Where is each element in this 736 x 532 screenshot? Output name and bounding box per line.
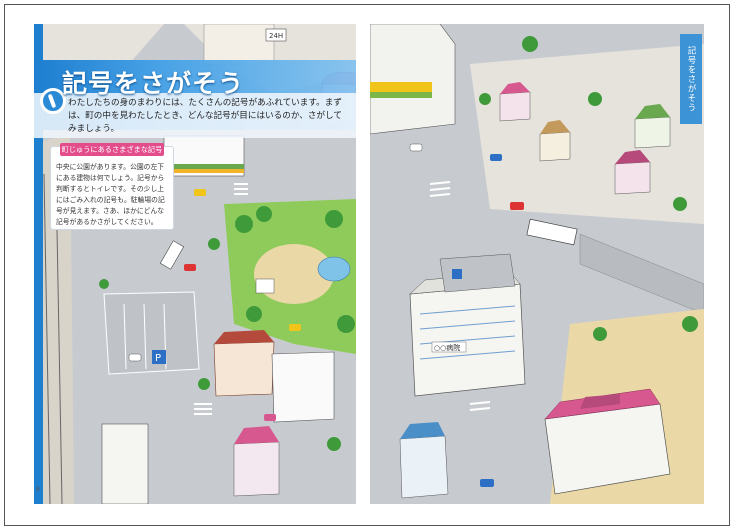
store-24h-sign: 24H: [269, 32, 283, 40]
right-page-illustration: ○○病院: [370, 24, 704, 504]
search-icon: [40, 88, 66, 114]
intro-background: [34, 93, 356, 138]
page-number: 8: [36, 486, 40, 493]
side-tab: 記号をさがそう: [680, 34, 702, 124]
page-title: 記号をさがそう: [62, 69, 245, 98]
hospital-sign: ○○病院: [434, 343, 460, 352]
left-page-spine: [34, 24, 43, 504]
parking-sign-left: P: [155, 353, 161, 364]
intro-text: わたしたちの身のまわりには、たくさんの記号があふれています。まずは、町の中を見わ…: [68, 98, 342, 134]
note-body: 中央に公園があります。公園の左下にある建物は何でしょう。記号から判断するとトイレ…: [56, 163, 165, 226]
note-box: [50, 146, 174, 230]
town-map-right: ○○病院: [370, 24, 704, 504]
note-heading: 町じゅうにあるさまざまな記号: [60, 143, 164, 156]
